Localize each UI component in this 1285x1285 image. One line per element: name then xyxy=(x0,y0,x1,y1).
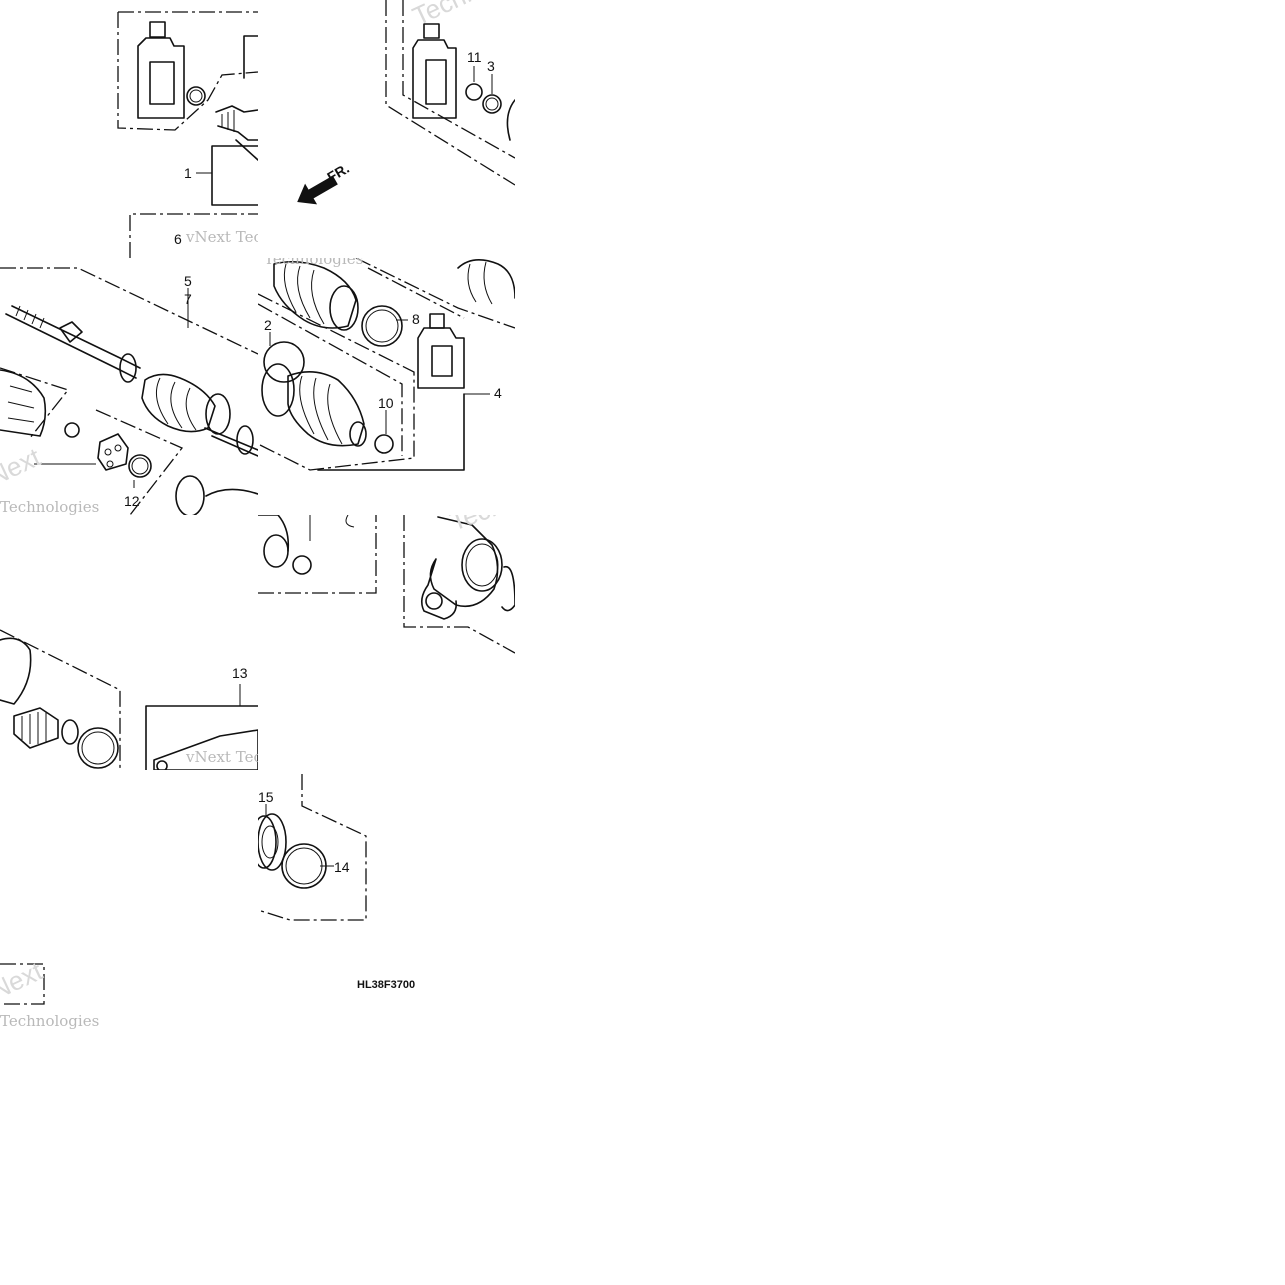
tile-oil-and-shaft-end: 1 6 vNext Technologies xyxy=(0,0,258,258)
ball-bearing-icon xyxy=(258,813,287,871)
callout-11: 11 xyxy=(467,49,482,65)
snap-ring-icon xyxy=(465,83,483,101)
grease-bottle-icon xyxy=(412,23,457,119)
callout-15: 15 xyxy=(258,789,274,805)
boot-band-icon xyxy=(361,305,403,347)
callout-5: 5 xyxy=(184,273,192,289)
watermark-text: Technologies xyxy=(0,498,99,515)
snap-ring-icon xyxy=(186,86,206,106)
boot-band-icon xyxy=(263,341,305,383)
inner-joint-icon xyxy=(258,515,312,575)
tile-bearing: 15 14 xyxy=(258,770,370,922)
diagram-code: HL38F3700 xyxy=(357,979,415,991)
callout-10: 10 xyxy=(378,395,394,411)
cv-boot-icon xyxy=(273,260,359,331)
tile-boot-kit: 8 2 10 4 Technologies xyxy=(258,258,515,515)
callout-3: 3 xyxy=(487,58,495,74)
watermark-text: Technologies xyxy=(0,1012,99,1030)
watermark-text: vNext Technologies xyxy=(185,228,258,246)
callout-1: 1 xyxy=(184,165,192,181)
watermark-text: Technologies xyxy=(408,0,515,31)
callout-13: 13 xyxy=(232,665,248,681)
tile-outer-joint: 13 vNext Technologies xyxy=(0,620,258,770)
tile-housing: Technologies xyxy=(258,515,515,655)
clip-icon xyxy=(482,94,502,114)
grease-bottle-icon xyxy=(417,313,465,389)
diagram-code-label: HL38F3700 xyxy=(357,979,415,991)
watermark-text: Technologies xyxy=(264,258,363,268)
cv-joint-icon xyxy=(0,369,47,437)
clip-icon xyxy=(374,434,394,454)
differential-housing-icon xyxy=(420,516,515,620)
boot-band-icon xyxy=(175,475,205,515)
callout-4: 4 xyxy=(494,385,502,401)
front-direction-arrow-icon xyxy=(297,175,338,205)
watermark-text: vNext Technologies xyxy=(185,748,258,766)
tile-fragment: Next Technologies xyxy=(0,960,110,1030)
tile-drive-shaft: 5 7 12 Next Technologies xyxy=(0,258,258,515)
grease-bottle-icon xyxy=(137,21,185,119)
bearing-cage-icon xyxy=(97,433,129,471)
callout-2: 2 xyxy=(264,317,272,333)
splined-shaft-icon xyxy=(215,105,258,161)
cv-boot-icon xyxy=(261,363,367,447)
watermark-text: Next xyxy=(0,960,48,1005)
tile-parts-kit-and-front-arrow: 11 3 FR. Technologies xyxy=(258,0,515,258)
callout-8: 8 xyxy=(412,311,420,327)
callout-14: 14 xyxy=(334,859,350,875)
callout-7: 7 xyxy=(184,291,192,307)
callout-12: 12 xyxy=(124,493,140,509)
snap-ring-icon xyxy=(281,843,327,889)
callout-6: 6 xyxy=(174,231,182,247)
housing-icon xyxy=(153,729,258,770)
snap-ring-icon xyxy=(128,454,152,478)
clip-icon xyxy=(64,422,80,438)
drive-shaft-icon xyxy=(5,305,258,457)
cv-joint-icon xyxy=(0,637,79,749)
boot-band-icon xyxy=(77,727,119,769)
watermark-text: Next xyxy=(0,441,46,491)
